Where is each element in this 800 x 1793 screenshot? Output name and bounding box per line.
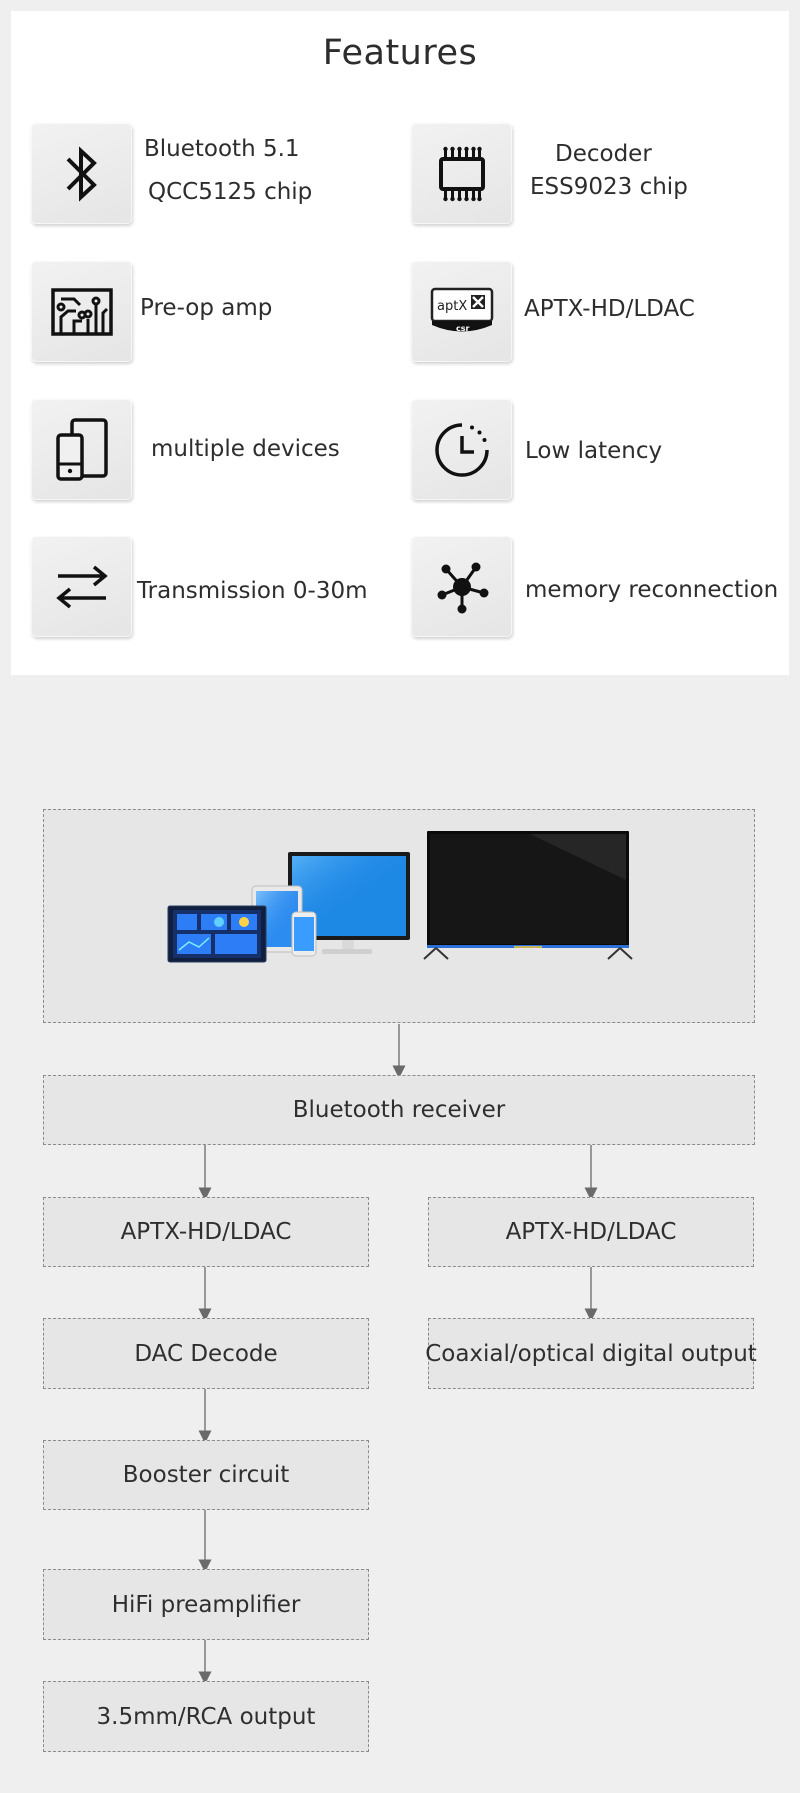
feature-decoder-line1: Decoder xyxy=(555,141,652,167)
feature-latency-label: Low latency xyxy=(525,438,663,464)
source-devices-box xyxy=(43,809,755,1023)
node-coaxial-optical-output: Coaxial/optical digital output xyxy=(425,1318,757,1389)
feature-transmission-label: Transmission 0-30m xyxy=(137,578,368,604)
aptx-logo-text: aptX xyxy=(437,299,467,314)
node-rca-output: 3.5mm/RCA output xyxy=(43,1681,369,1752)
bluetooth-icon xyxy=(31,123,132,224)
node-dac-decode: DAC Decode xyxy=(43,1318,369,1389)
transfer-arrows-icon xyxy=(31,536,132,637)
chip-icon xyxy=(411,123,512,224)
features-title: Features xyxy=(322,33,478,73)
feature-bluetooth-line1: Bluetooth 5.1 xyxy=(144,136,300,162)
phone-illustration xyxy=(291,911,317,957)
feature-bluetooth-line2: QCC5125 chip xyxy=(148,179,313,205)
feature-devices-label: multiple devices xyxy=(151,436,340,462)
aptx-csr-logo-icon: aptX csr xyxy=(411,261,512,362)
feature-preop-label: Pre-op amp xyxy=(140,295,273,321)
feature-aptx-label: APTX-HD/LDAC xyxy=(524,296,695,322)
amplifier-board-icon xyxy=(31,261,132,362)
network-nodes-icon xyxy=(411,536,512,637)
features-panel: Features xyxy=(11,11,789,675)
monitor-illustration xyxy=(288,852,410,954)
node-hifi-preamplifier: HiFi preamplifier xyxy=(43,1569,369,1640)
node-booster-circuit: Booster circuit xyxy=(43,1440,369,1510)
tv-illustration xyxy=(423,831,633,960)
tablet-illustration xyxy=(251,885,303,953)
feature-reconnection-label: memory reconnection xyxy=(525,577,779,603)
dashboard-tablet-illustration xyxy=(167,905,267,963)
node-left-aptx: APTX-HD/LDAC xyxy=(43,1197,369,1267)
csr-logo-text: csr xyxy=(456,324,470,333)
clock-icon xyxy=(411,399,512,500)
devices-icon xyxy=(31,399,132,500)
node-right-aptx: APTX-HD/LDAC xyxy=(428,1197,754,1267)
feature-decoder-line2: ESS9023 chip xyxy=(530,174,688,200)
node-bluetooth-receiver: Bluetooth receiver xyxy=(43,1075,755,1145)
